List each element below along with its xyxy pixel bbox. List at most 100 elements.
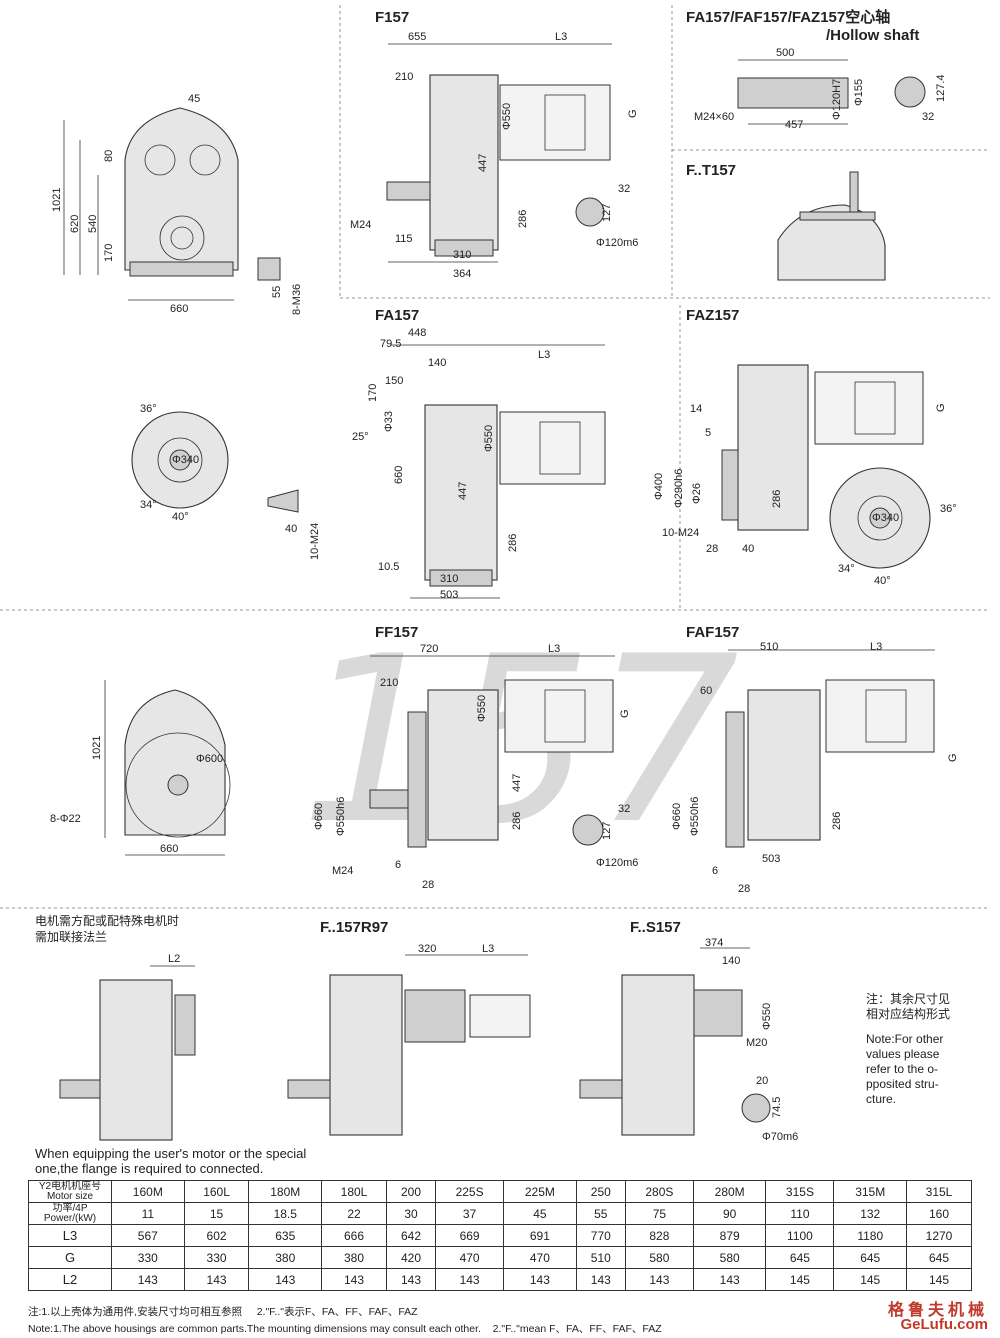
table-cell: 37	[435, 1202, 505, 1225]
table-cell: 470	[503, 1246, 577, 1269]
title-ft157: F..T157	[686, 162, 736, 179]
table-cell: 143	[503, 1268, 577, 1291]
table-header-motor-size: Y2电机机座号 Motor size	[28, 1180, 112, 1203]
table-row-l2: L2 143 143 143 143 143 143 143 143 143 1…	[28, 1268, 972, 1291]
table-cell: 90	[692, 1202, 767, 1225]
dim-label: Φ120m6	[596, 237, 638, 249]
footnote-cn: 注:1.以上壳体为通用件,安装尺寸均可相互参照 2."F.."表示F、FA、FF…	[28, 1304, 418, 1319]
dim-label: 310	[440, 573, 458, 585]
dim-label: 660	[160, 843, 178, 855]
brand-name-cn: 格鲁夫机械	[887, 1302, 988, 1319]
dim-label: L3	[538, 349, 550, 361]
dim-label: 457	[785, 119, 803, 131]
other-note-en-4: pposited stru-	[866, 1077, 939, 1091]
table-cell: 180L	[321, 1180, 387, 1203]
dim-label: 28	[422, 879, 434, 891]
table-cell: 143	[692, 1268, 767, 1291]
dim-label: 32	[618, 803, 630, 815]
header-cn: Y2电机机座号	[38, 1180, 102, 1192]
table-cell: 280M	[692, 1180, 767, 1203]
dim-label: G	[947, 753, 959, 762]
footnote-en-2: 2."F.."mean F、FA、FF、FAF、FAZ	[492, 1323, 662, 1335]
dim-label: 286	[771, 490, 783, 508]
dim-label: 74.5	[771, 1097, 783, 1118]
table-cell: 602	[183, 1224, 250, 1247]
table-cell: 145	[906, 1268, 972, 1291]
dim-label: 40	[742, 543, 754, 555]
dim-label: 286	[831, 812, 843, 830]
table-cell: 160L	[183, 1180, 250, 1203]
dim-label: M20	[746, 1037, 767, 1049]
dim-label: Φ120H7	[831, 79, 843, 120]
header-cn: 功率/4P	[52, 1202, 88, 1214]
dim-label: 8-Φ22	[50, 813, 81, 825]
other-note-en-3: refer to the o-	[866, 1062, 939, 1076]
dim-label: G	[935, 403, 947, 412]
dim-label: Φ660	[671, 803, 683, 830]
dim-label: 36°	[940, 503, 957, 515]
dim-label: Φ550	[501, 103, 513, 130]
table-cell: 143	[624, 1268, 694, 1291]
table-cell: 132	[833, 1202, 908, 1225]
dim-label: 320	[418, 943, 436, 955]
dim-label: 1021	[91, 736, 103, 760]
dim-label: Φ290h6	[673, 469, 685, 508]
dim-label: 540	[87, 215, 99, 233]
dim-label: Φ600	[196, 753, 223, 765]
dim-label: 40	[285, 523, 297, 535]
other-note-en-1: Note:For other	[866, 1032, 944, 1046]
fs157-drawing	[579, 947, 771, 1136]
table-cell: 11	[111, 1202, 185, 1225]
dim-label: 36°	[140, 403, 157, 415]
dim-label: 660	[393, 466, 405, 484]
table-cell: 143	[435, 1268, 505, 1291]
flange-note-en-1: When equipping the user's motor or the s…	[35, 1146, 307, 1161]
dim-label: 40°	[874, 575, 891, 587]
table-cell: 1180	[833, 1224, 908, 1247]
footnote-en: Note:1.The above housings are common par…	[28, 1321, 662, 1336]
table-cell: 225M	[503, 1180, 577, 1203]
table-cell: 315L	[906, 1180, 972, 1203]
dim-label: 720	[420, 643, 438, 655]
title-ff157: FF157	[375, 624, 418, 641]
faf157-drawing	[725, 649, 935, 848]
dim-label: 14	[690, 403, 702, 415]
dim-label: 40°	[172, 511, 189, 523]
dim-label: M24×60	[694, 111, 734, 123]
title-fa157: FA157	[375, 307, 419, 324]
dim-label: Φ26	[691, 483, 703, 504]
header-en: Power/(kW)	[43, 1212, 97, 1224]
table-cell: 380	[321, 1246, 387, 1269]
dim-label: 28	[738, 883, 750, 895]
footnote-cn-1: 注:1.以上壳体为通用件,安装尺寸均可相互参照	[28, 1306, 243, 1318]
table-cell: 280S	[624, 1180, 694, 1203]
dim-label: 510	[760, 641, 778, 653]
dim-label: 127	[601, 822, 613, 840]
table-cell: 160M	[111, 1180, 185, 1203]
table-cell: 645	[765, 1246, 835, 1269]
fr97-drawing	[287, 954, 531, 1136]
table-cell: 645	[906, 1246, 972, 1269]
table-cell: 770	[575, 1224, 626, 1247]
dim-label: 127	[601, 204, 613, 222]
footnote-en-1: Note:1.The above housings are common par…	[28, 1323, 481, 1335]
dim-label: 45	[188, 93, 200, 105]
table-cell: 30	[385, 1202, 437, 1225]
fa157-drawing	[131, 344, 606, 599]
title-f157: F157	[375, 9, 409, 26]
table-cell: 160	[906, 1202, 972, 1225]
brand-url: GeLufu.com	[900, 1316, 988, 1333]
table-row-l3: L3 567 602 635 666 642 669 691 770 828 8…	[28, 1224, 972, 1247]
title-hollow-shaft: FA157/FAF157/FAZ157空心轴	[686, 8, 890, 26]
table-row-motor-size: Y2电机机座号 Motor size 160M 160L 180M 180L 2…	[28, 1180, 972, 1203]
dim-label: 447	[477, 154, 489, 172]
table-cell: 669	[435, 1224, 505, 1247]
table-cell: 200	[385, 1180, 437, 1203]
front-view-drawing	[63, 107, 281, 301]
table-cell: 315S	[765, 1180, 835, 1203]
dim-label: Φ120m6	[596, 857, 638, 869]
dim-label: 286	[507, 534, 519, 552]
dim-label: 500	[776, 47, 794, 59]
table-cell: 330	[183, 1246, 250, 1269]
